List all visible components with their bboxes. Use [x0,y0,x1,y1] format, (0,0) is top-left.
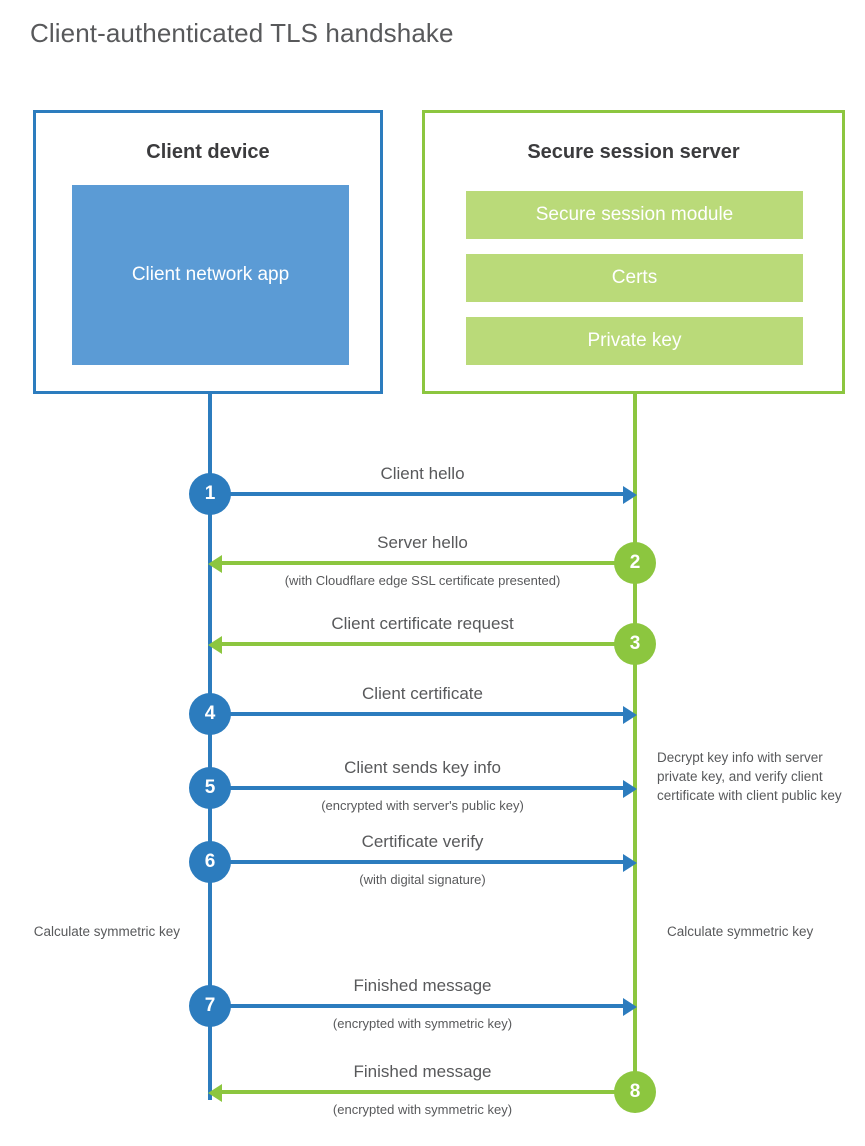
server-block-secure-session-module: Secure session module [466,191,803,239]
arrow-head-right-icon [623,854,637,872]
message-label: Certificate verify [361,832,484,851]
server-block-certs: Certs [466,254,803,302]
server-lifeline [633,394,637,1094]
step-number: 6 [204,851,216,872]
message-sublabel: (encrypted with symmetric key) [332,1102,513,1117]
message-sublabel: (encrypted with symmetric key) [332,1016,513,1031]
client-device-box: Client device Client network app [33,110,383,394]
step-number: 2 [629,552,641,573]
message-line [210,860,625,864]
message-line [210,712,625,716]
arrow-head-left-icon [208,555,222,573]
message-label: Client hello [380,464,465,483]
step-circle-4[interactable]: 4 [189,693,231,735]
message-label: Client certificate request [331,614,514,633]
server-block-label: Secure session module [535,204,734,225]
server-block-label: Certs [611,267,658,288]
note-calculate-symmetric-key-server: Calculate symmetric key [667,924,814,939]
arrow-head-right-icon [623,486,637,504]
message-label: Server hello [377,533,468,552]
message-sublabel: (with Cloudflare edge SSL certificate pr… [284,573,561,588]
arrow-head-right-icon [623,706,637,724]
page-title: Client-authenticated TLS handshake [30,18,454,48]
note-calculate-symmetric-key-client: Calculate symmetric key [33,924,180,939]
message-line [210,1004,625,1008]
step-circle-6[interactable]: 6 [189,841,231,883]
message-label: Client certificate [362,684,483,703]
step-number: 5 [204,777,216,798]
message-line [210,786,625,790]
message-label: Finished message [353,1062,492,1081]
secure-session-server-box: Secure session server Secure session mod… [422,110,845,394]
step-circle-8[interactable]: 8 [614,1071,656,1113]
arrow-head-left-icon [208,636,222,654]
step-circle-7[interactable]: 7 [189,985,231,1027]
step-circle-3[interactable]: 3 [614,623,656,665]
step-circle-2[interactable]: 2 [614,542,656,584]
step-number: 1 [204,483,216,504]
client-network-app-label: Client network app [131,264,290,285]
message-sublabel: (with digital signature) [359,872,486,887]
arrow-head-right-icon [623,780,637,798]
step-circle-5[interactable]: 5 [189,767,231,809]
client-device-title: Client device [146,141,270,163]
secure-session-server-title: Secure session server [527,141,740,163]
client-lifeline [208,394,212,1100]
arrow-head-right-icon [623,998,637,1016]
step-number: 8 [629,1081,641,1102]
client-network-app-block: Client network app [72,185,349,365]
server-block-label: Private key [587,330,682,351]
message-label: Finished message [353,976,492,995]
message-line [210,492,625,496]
message-line [222,642,635,646]
step-number: 3 [629,633,641,654]
arrow-head-left-icon [208,1084,222,1102]
message-line [222,561,635,565]
note-decrypt-key-info: Decrypt key info with server private key… [657,750,842,803]
step-circle-1[interactable]: 1 [189,473,231,515]
message-line [222,1090,635,1094]
message-label: Client sends key info [344,758,501,777]
step-number: 4 [204,703,216,724]
step-number: 7 [204,995,216,1016]
message-sublabel: (encrypted with server's public key) [321,798,524,813]
server-block-private-key: Private key [466,317,803,365]
